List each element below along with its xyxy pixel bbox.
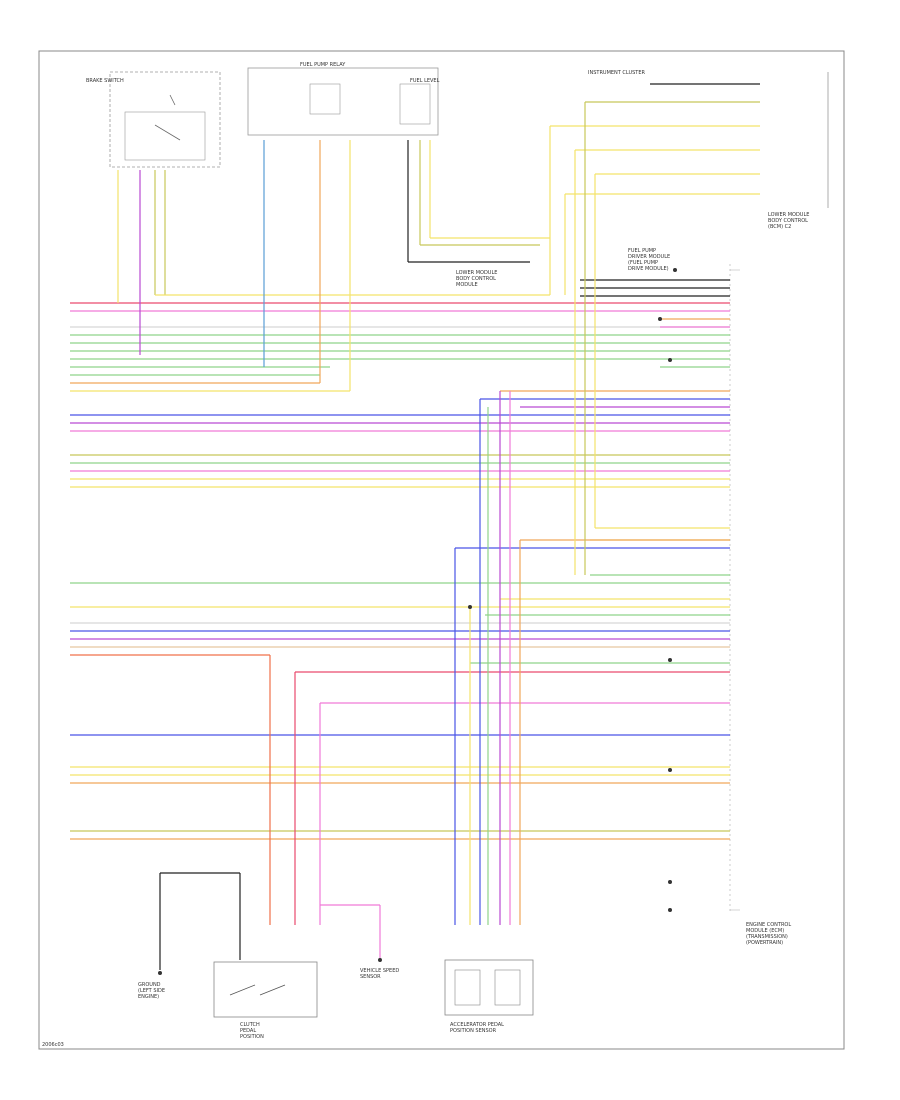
ground-label-line-3: ENGINE) <box>138 994 160 1000</box>
accelerator-pedal-sensor <box>444 959 534 1016</box>
wire-bundle-vertical <box>117 102 730 970</box>
brake-pedal-line-2: PEDAL <box>240 1028 257 1034</box>
diagram-code: 2006c03 <box>42 1042 64 1048</box>
fuel-level-label: FUEL LEVEL <box>410 78 440 84</box>
fuel-pump-relay-label: FUEL PUMP RELAY <box>300 62 346 68</box>
top-right-header-line-3: (BCM) C2 <box>768 224 792 230</box>
fuel-pump-relay-component <box>247 67 439 136</box>
top-right-header-line-2: BODY CONTROL <box>768 218 808 224</box>
ecm-label-line-2: MODULE (ECM) <box>746 928 785 934</box>
wire-bundle-right <box>295 279 730 704</box>
brake-pedal-switch <box>213 961 318 1018</box>
lower-module-line-3: MODULE <box>456 282 478 288</box>
lower-module-line-2: BODY CONTROL <box>456 276 496 282</box>
brake-switch-label: BRAKE SWITCH <box>86 78 124 84</box>
fuel-pump-driver-line-4: DRIVE MODULE) <box>628 266 669 272</box>
brake-pedal-line-3: POSITION <box>240 1034 264 1040</box>
ground-symbol <box>158 268 677 975</box>
wire-bundle-top-right <box>550 83 760 195</box>
diagram-frame <box>38 50 845 1050</box>
lower-module-line-1: LOWER MODULE <box>456 270 498 276</box>
brake-pedal-line-1: CLUTCH <box>240 1022 260 1028</box>
instrument-cluster-label: INSTRUMENT CLUSTER <box>588 70 645 76</box>
fuel-pump-driver-line-2: DRIVER MODULE <box>628 254 671 260</box>
top-right-header-line-1: LOWER MODULE <box>768 212 810 218</box>
wire-bundle-left <box>70 302 730 840</box>
ecm-label-line-4: (POWERTRAIN) <box>746 940 784 946</box>
ecm-label-line-1: ENGINE CONTROL <box>746 922 792 928</box>
ground-label-line-1: GROUND <box>138 982 161 988</box>
speed-sensor-line-1: VEHICLE SPEED <box>360 968 400 974</box>
ecm-label-line-3: (TRANSMISSION) <box>746 934 788 940</box>
fuel-pump-driver-line-3: (FUEL PUMP <box>628 260 659 266</box>
fuel-pump-driver-line-1: FUEL PUMP <box>628 248 657 254</box>
accel-pedal-line-1: ACCELERATOR PEDAL <box>450 1022 504 1028</box>
ecm-pin-column <box>730 269 740 911</box>
brake-switch-component <box>109 71 221 168</box>
speed-sensor-line-2: SENSOR <box>360 974 381 980</box>
accel-pedal-line-2: POSITION SENSOR <box>450 1028 497 1034</box>
ground-label-line-2: (LEFT SIDE <box>138 988 165 994</box>
